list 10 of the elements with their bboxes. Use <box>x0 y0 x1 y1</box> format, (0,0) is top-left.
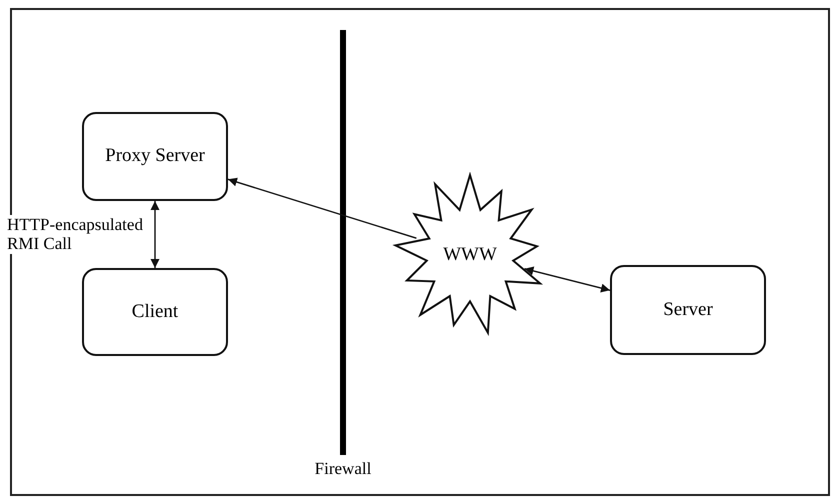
process-box <box>82 268 228 356</box>
arrow <box>228 178 417 239</box>
arrow <box>524 266 610 292</box>
node-text: Client <box>132 300 178 324</box>
node-text: Server <box>663 298 713 322</box>
node-text: Proxy Server <box>105 145 205 168</box>
process-box <box>82 112 228 201</box>
process-box <box>610 265 766 355</box>
node-text: WWW <box>443 244 497 266</box>
arrow <box>150 201 160 268</box>
